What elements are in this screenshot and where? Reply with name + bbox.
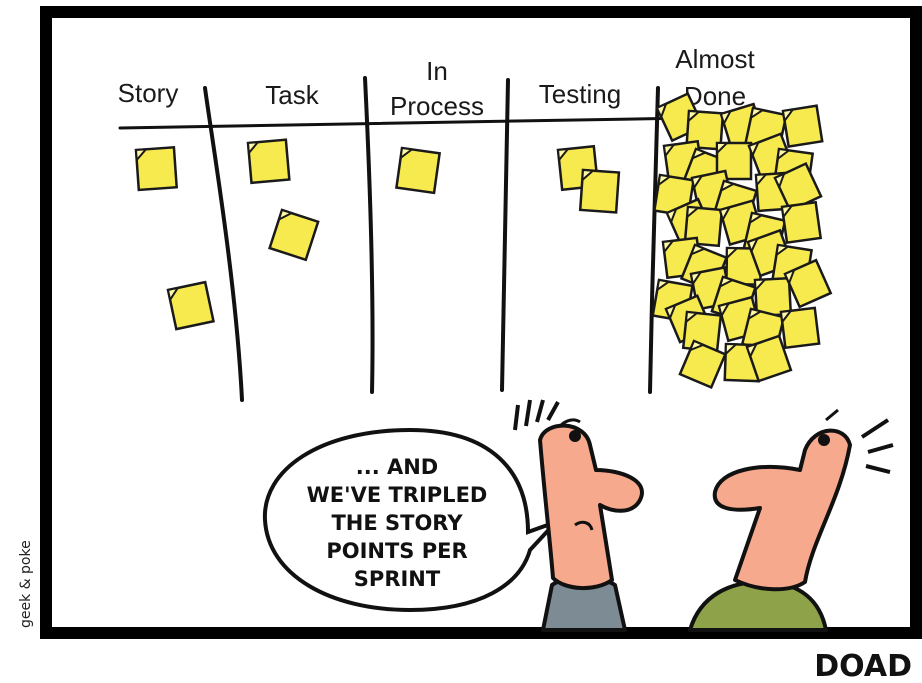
footer-label: DOAD <box>814 649 912 683</box>
column-title-testing: Testing <box>539 79 621 109</box>
sticky-note-task-2 <box>268 208 320 262</box>
board-lines <box>118 76 692 402</box>
left-character-hair <box>513 399 560 431</box>
pile-note-29 <box>753 276 793 318</box>
right-character-eye <box>818 434 830 446</box>
speech-line-1: ... AND <box>356 455 439 479</box>
sticky-note-process-1 <box>395 146 442 195</box>
sticky-note-story-2 <box>166 280 215 331</box>
sticky-note-task-1 <box>246 138 291 185</box>
sticky-note-story-1 <box>134 146 179 192</box>
speech-line-5: SPRINT <box>354 567 441 591</box>
column-title-task: Task <box>265 80 319 110</box>
header-line <box>118 116 692 130</box>
sticky-note-testing-2 <box>578 168 621 214</box>
divider-task-process <box>363 76 375 394</box>
sticky-notes <box>134 138 621 331</box>
pile-note-36 <box>678 339 727 390</box>
right-character <box>688 408 894 632</box>
left-character-eye <box>569 430 581 442</box>
speech-bubble: ... AND WE'VE TRIPLED THE STORY POINTS P… <box>262 427 558 613</box>
column-title-almost: Almost <box>675 44 755 74</box>
pile-note-35 <box>779 306 821 350</box>
almost-done-note-pile <box>651 91 833 390</box>
right-character-hair <box>860 418 894 474</box>
right-character-head <box>712 428 852 592</box>
pile-note-15 <box>773 161 823 213</box>
speech-line-2: WE'VE TRIPLED <box>307 483 488 507</box>
left-character-eyebrow <box>558 418 581 428</box>
pile-note-17 <box>683 205 724 248</box>
divider-testing-done <box>648 86 660 394</box>
right-character-eyebrow <box>825 408 839 422</box>
column-title-story: Story <box>118 78 179 108</box>
pile-note-20 <box>780 200 823 245</box>
speech-line-3: THE STORY <box>331 511 463 535</box>
divider-story-task <box>203 86 244 402</box>
pile-note-30 <box>783 258 833 309</box>
left-character <box>513 399 644 632</box>
column-title-in: In <box>426 56 448 86</box>
left-character-mouth <box>574 520 594 531</box>
left-character-head <box>538 423 644 591</box>
artist-credit: geek & poke <box>18 540 34 628</box>
pile-note-38 <box>745 334 793 383</box>
divider-process-testing <box>500 78 510 392</box>
pile-note-5 <box>781 104 824 148</box>
column-title-process: Process <box>390 91 484 121</box>
speech-line-4: POINTS PER <box>326 539 467 563</box>
